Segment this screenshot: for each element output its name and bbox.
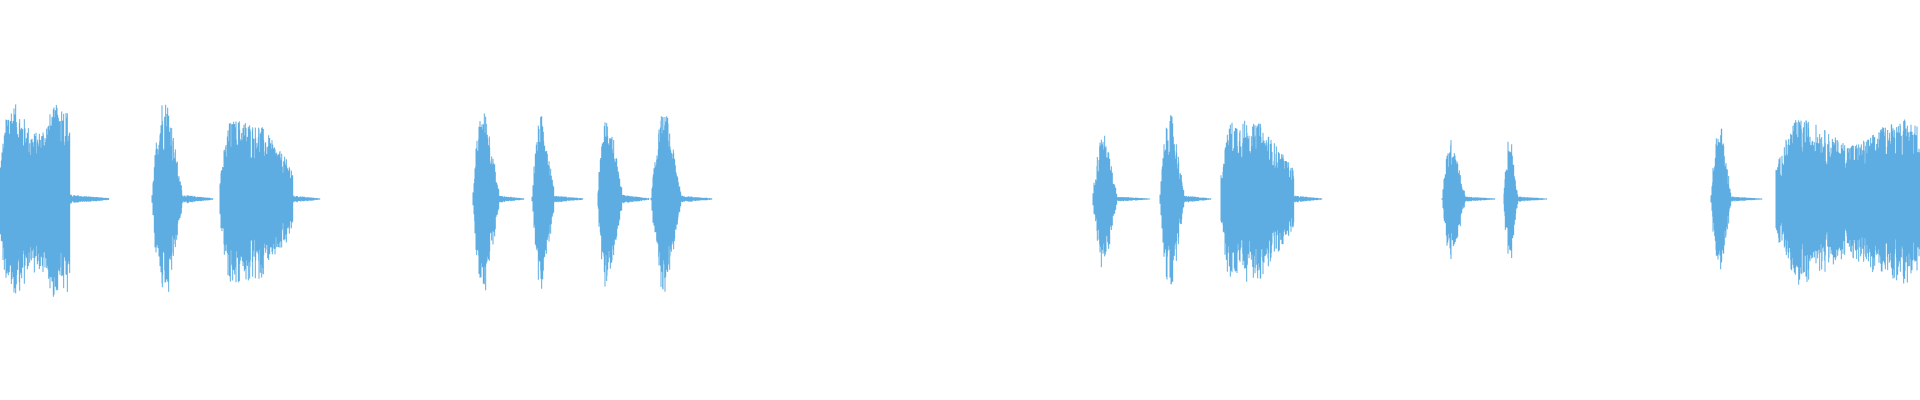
waveform-burst (67, 194, 110, 204)
waveform-burst (0, 104, 71, 297)
waveform-burst (1728, 196, 1763, 202)
waveform-burst (597, 122, 623, 287)
waveform-burst (1503, 141, 1519, 258)
waveform-burst (1114, 196, 1151, 202)
waveform-burst (496, 195, 525, 203)
waveform-burst (551, 195, 584, 203)
waveform-burst (151, 104, 183, 292)
waveform-burst (1092, 135, 1118, 268)
waveform-burst (1220, 120, 1295, 282)
waveform-burst (1515, 196, 1548, 202)
waveform-burst (179, 194, 214, 204)
waveform-burst (1775, 119, 1920, 285)
waveform-burst (219, 121, 294, 283)
waveform-burst (619, 194, 650, 204)
waveform-bursts (0, 104, 1920, 297)
waveform-burst (678, 195, 713, 203)
waveform-burst (650, 116, 682, 292)
waveform-burst (1159, 115, 1185, 285)
waveform-burst (290, 195, 321, 203)
waveform-burst (472, 113, 500, 291)
waveform-burst (1181, 195, 1212, 203)
waveform-burst (1462, 196, 1496, 202)
waveform-burst (1441, 140, 1466, 259)
waveform-burst (531, 116, 555, 289)
waveform-burst (1291, 195, 1323, 203)
